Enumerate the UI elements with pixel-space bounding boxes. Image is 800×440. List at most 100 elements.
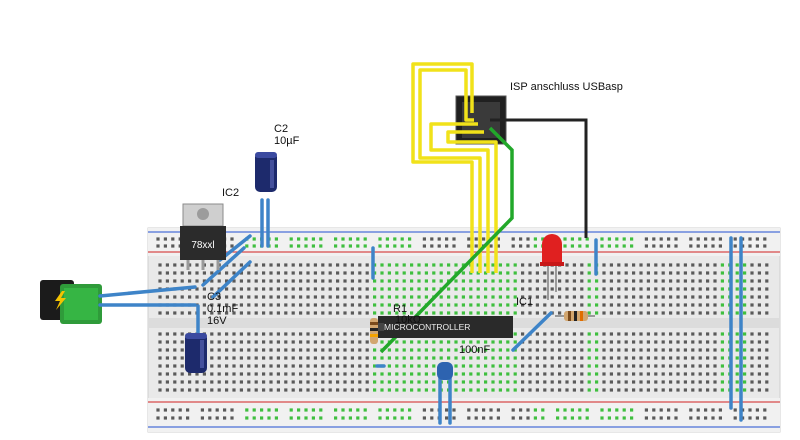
breadboard-hole [402, 356, 406, 360]
label-decoupling-value: 100nF [459, 344, 490, 356]
breadboard-hole [585, 416, 589, 420]
breadboard-hole [580, 388, 584, 392]
breadboard-hole [482, 416, 486, 420]
breadboard-hole [755, 416, 759, 420]
breadboard-hole [239, 364, 243, 368]
breadboard-hole [587, 332, 591, 336]
breadboard-hole [165, 311, 169, 315]
breadboard-hole [395, 311, 399, 315]
breadboard-hole [284, 295, 288, 299]
breadboard-hole [556, 416, 560, 420]
breadboard-hole [691, 303, 695, 307]
breadboard-hole [624, 287, 628, 291]
breadboard-hole [461, 364, 465, 368]
breadboard-hole [639, 348, 643, 352]
breadboard-hole [262, 388, 266, 392]
breadboard-hole [165, 271, 169, 275]
breadboard-hole [491, 263, 495, 267]
breadboard-hole [328, 340, 332, 344]
breadboard-hole [276, 295, 280, 299]
breadboard-hole [461, 271, 465, 275]
breadboard-hole [328, 388, 332, 392]
breadboard-hole [602, 340, 606, 344]
breadboard-hole [698, 295, 702, 299]
breadboard-hole [195, 372, 199, 376]
breadboard-hole [188, 271, 192, 275]
breadboard-hole [535, 263, 539, 267]
breadboard-hole [676, 287, 680, 291]
breadboard-hole [306, 372, 310, 376]
breadboard-hole [410, 295, 414, 299]
breadboard-hole [328, 372, 332, 376]
breadboard-hole [763, 408, 767, 412]
breadboard-hole [319, 408, 323, 412]
breadboard-hole [535, 372, 539, 376]
breadboard-hole [195, 271, 199, 275]
breadboard-hole [225, 271, 229, 275]
breadboard-hole [632, 348, 636, 352]
breadboard-hole [299, 348, 303, 352]
breadboard-hole [615, 244, 619, 248]
breadboard-hole [343, 287, 347, 291]
breadboard-hole [674, 244, 678, 248]
breadboard-hole [602, 372, 606, 376]
breadboard-hole [358, 348, 362, 352]
breadboard-hole [461, 356, 465, 360]
breadboard-hole [765, 340, 769, 344]
breadboard-hole [210, 372, 214, 376]
breadboard-hole [550, 340, 554, 344]
breadboard-hole [439, 303, 443, 307]
breadboard-hole [519, 244, 523, 248]
breadboard-hole [704, 408, 708, 412]
breadboard-hole [541, 237, 545, 241]
breadboard-hole [417, 287, 421, 291]
breadboard-hole [239, 295, 243, 299]
breadboard-hole [733, 237, 737, 241]
breadboard-hole [313, 271, 317, 275]
breadboard-hole [299, 332, 303, 336]
breadboard-hole [402, 303, 406, 307]
breadboard-hole [667, 416, 671, 420]
breadboard-hole [276, 287, 280, 291]
breadboard-hole [328, 380, 332, 384]
breadboard-hole [513, 372, 517, 376]
breadboard-hole [358, 364, 362, 368]
breadboard-hole [676, 356, 680, 360]
breadboard-hole [439, 295, 443, 299]
breadboard-hole [289, 237, 293, 241]
breadboard-hole [528, 364, 532, 368]
breadboard-hole [585, 408, 589, 412]
breadboard-hole [706, 372, 710, 376]
breadboard-hole [484, 263, 488, 267]
breadboard-hole [639, 364, 643, 368]
breadboard-hole [350, 364, 354, 368]
breadboard-hole [506, 388, 510, 392]
led-red [540, 234, 564, 300]
breadboard-hole [232, 348, 236, 352]
breadboard-hole [683, 356, 687, 360]
breadboard-hole [617, 303, 621, 307]
breadboard-hole [498, 287, 502, 291]
breadboard-hole [269, 364, 273, 368]
breadboard-hole [358, 287, 362, 291]
breadboard-hole [595, 311, 599, 315]
breadboard-hole [528, 380, 532, 384]
breadboard-hole [195, 388, 199, 392]
breadboard-hole [452, 408, 456, 412]
breadboard-hole [358, 279, 362, 283]
breadboard-hole [654, 295, 658, 299]
breadboard-hole [683, 295, 687, 299]
breadboard-hole [691, 364, 695, 368]
breadboard-hole [163, 416, 167, 420]
breadboard-hole [652, 244, 656, 248]
breadboard-hole [343, 356, 347, 360]
breadboard-hole [654, 372, 658, 376]
breadboard-hole [602, 332, 606, 336]
breadboard-hole [698, 340, 702, 344]
breadboard-hole [676, 271, 680, 275]
breadboard-hole [387, 372, 391, 376]
breadboard-hole [609, 271, 613, 275]
breadboard-hole [350, 287, 354, 291]
breadboard-hole [533, 408, 537, 412]
breadboard-hole [365, 303, 369, 307]
